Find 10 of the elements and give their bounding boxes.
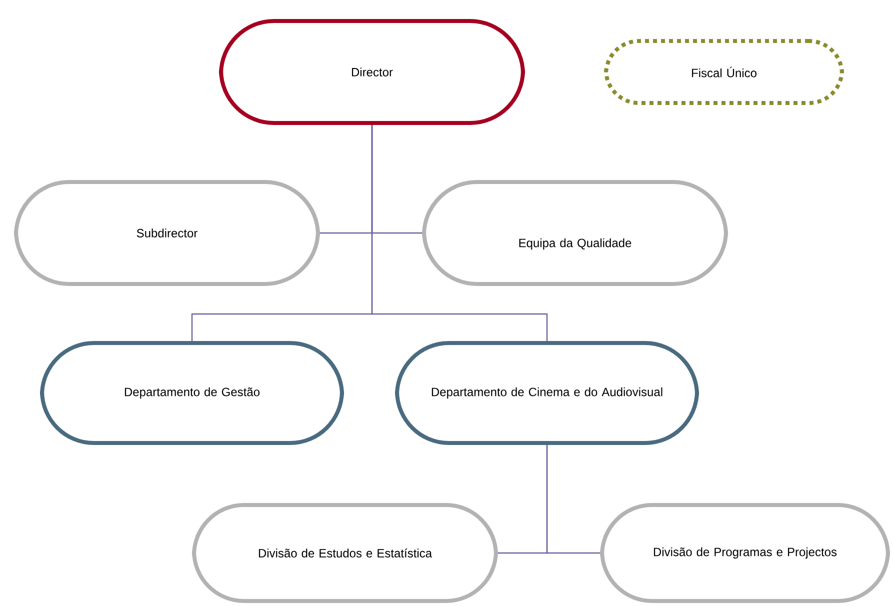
department-box: Departamento de Cinema e do Audiovisual <box>395 341 699 445</box>
director-box: Director <box>219 19 525 125</box>
connector-line <box>371 125 548 341</box>
division-box: Divisão de Programas e Projectos <box>600 503 890 603</box>
division-box: Divisão de Estudos e Estatística <box>192 503 498 603</box>
unit-box: Equipa da Qualidade <box>422 180 728 286</box>
fiscal-box: Fiscal Único <box>604 39 844 105</box>
unit-box: Subdirector <box>14 180 320 286</box>
connector-line <box>546 445 600 554</box>
department-box: Departamento de Gestão <box>40 341 344 445</box>
